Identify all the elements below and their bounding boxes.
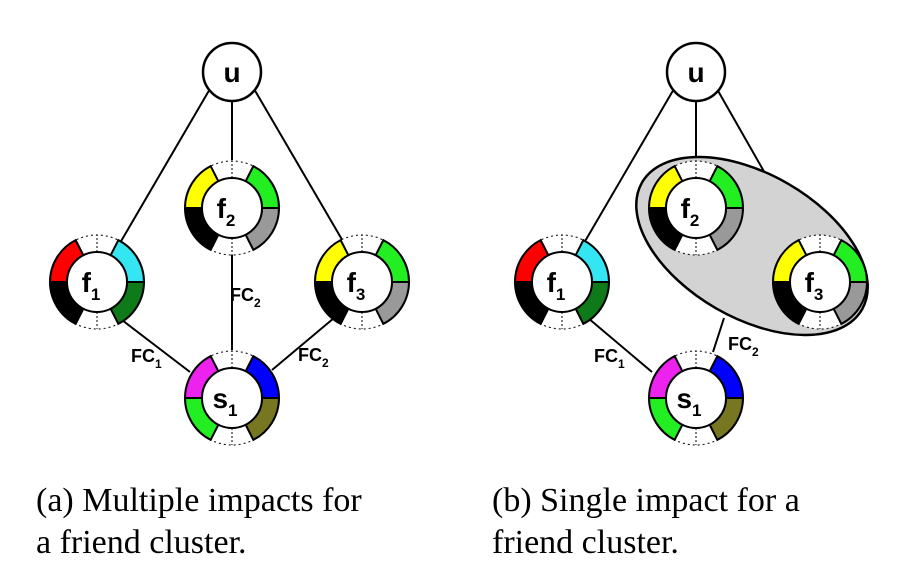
edge-f1-s1 — [121, 319, 191, 373]
node-s1: s1 — [183, 350, 281, 446]
node-s1: s1 — [647, 350, 745, 446]
svg-text:f2: f2 — [217, 193, 236, 230]
node-f3-label: f — [805, 267, 815, 298]
panel-b: u f2 f3 f1 s1 FC1 FC2 — [513, 41, 869, 446]
node-s1-subscript: 1 — [228, 401, 237, 420]
node-f1-subscript: 1 — [556, 285, 565, 304]
svg-text:f1: f1 — [82, 267, 101, 304]
node-f2: f2 — [183, 160, 281, 256]
node-f2-core — [665, 177, 727, 239]
svg-text:f2: f2 — [681, 193, 700, 230]
node-s1-label: s — [212, 383, 228, 414]
node-f3-core — [331, 251, 393, 313]
edge-label-fc2-middle: FC2 — [230, 285, 261, 310]
node-u-label: u — [687, 57, 704, 88]
edge-label-fc1: FC1 — [594, 346, 625, 371]
edge-f3-s1 — [271, 317, 335, 371]
node-f1-subscript: 1 — [91, 285, 100, 304]
edge-label-fc2-right: FC2 — [298, 345, 329, 370]
svg-text:f1: f1 — [547, 267, 566, 304]
friend-cluster — [635, 155, 869, 337]
edge-u-cluster — [712, 81, 771, 183]
node-s1-core — [201, 367, 263, 429]
svg-text:f3: f3 — [805, 267, 824, 304]
node-u: u — [201, 41, 263, 103]
node-f2-subscript: 2 — [226, 211, 235, 230]
node-f2-subscript: 2 — [690, 211, 699, 230]
node-f1: f1 — [513, 234, 611, 330]
node-f3-core — [789, 251, 851, 313]
node-f2-core — [201, 177, 263, 239]
svg-text:f3: f3 — [347, 267, 366, 304]
edge-label-fc2: FC2 — [728, 334, 759, 359]
node-s1-label: s — [676, 383, 692, 414]
node-f1-label: f — [547, 267, 557, 298]
panel-a: u f2 f1 f3 s1 FC1 FC2 FC2 — [48, 41, 411, 446]
node-f1-core — [66, 251, 128, 313]
edge-u-f3 — [249, 81, 345, 244]
node-f2-label: f — [217, 193, 227, 224]
node-f2-label: f — [681, 193, 691, 224]
node-s1-subscript: 1 — [692, 401, 701, 420]
edge-cluster-s1 — [712, 317, 725, 353]
node-u: u — [665, 41, 727, 103]
edge-f1-s1 — [587, 317, 653, 373]
edge-u-f1 — [119, 81, 215, 244]
node-f3: f3 — [771, 234, 869, 330]
node-f3: f3 — [313, 234, 411, 330]
node-f1-label: f — [82, 267, 92, 298]
svg-text:s1: s1 — [212, 383, 237, 420]
node-f3-subscript: 3 — [356, 285, 365, 304]
node-f3-label: f — [347, 267, 357, 298]
edge-label-fc1: FC1 — [131, 346, 162, 371]
svg-text:s1: s1 — [676, 383, 701, 420]
edge-u-f1 — [583, 81, 679, 244]
node-f2: f2 — [647, 160, 745, 256]
node-f1-core — [531, 251, 593, 313]
node-u-label: u — [223, 57, 240, 88]
node-f3-subscript: 3 — [814, 285, 823, 304]
node-s1-core — [665, 367, 727, 429]
node-f1: f1 — [48, 234, 146, 330]
